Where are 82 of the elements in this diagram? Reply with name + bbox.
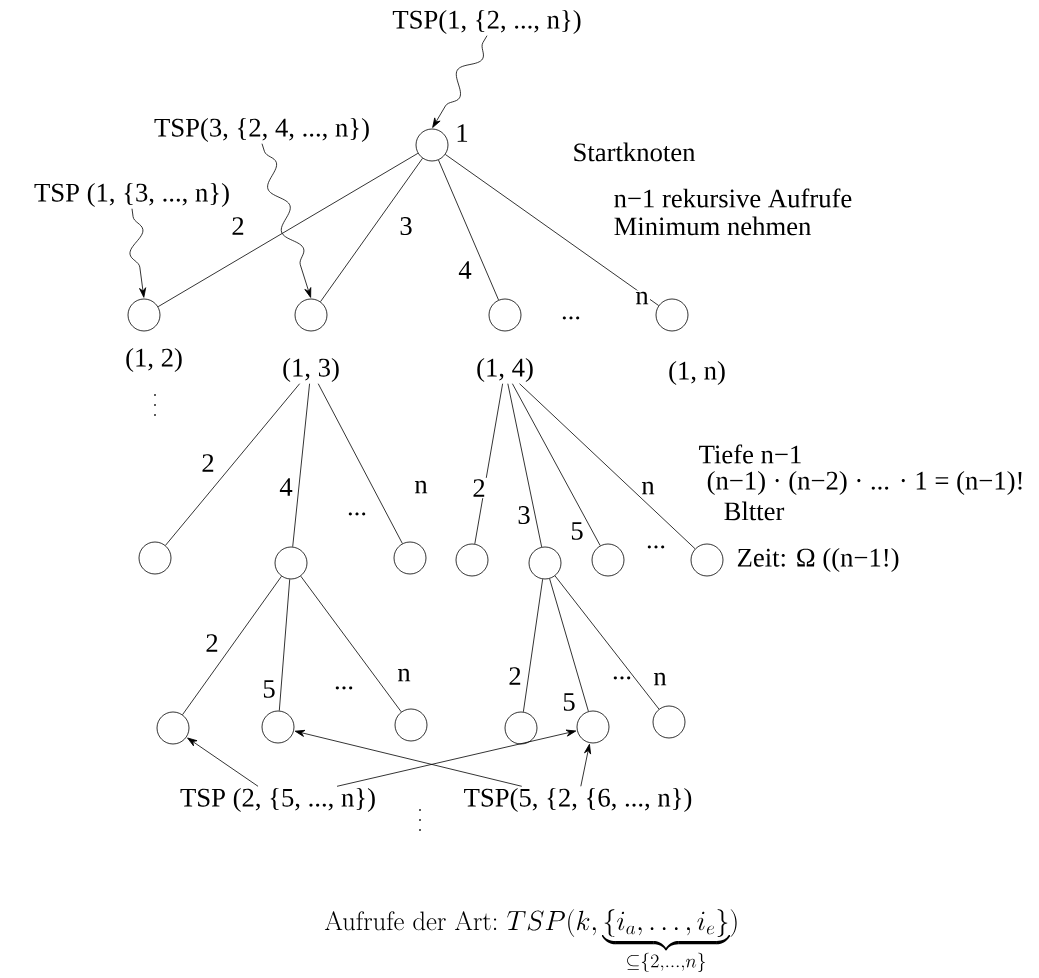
tree-edge xyxy=(445,154,659,306)
tree-edge xyxy=(300,575,402,713)
edge-label: n xyxy=(396,667,412,683)
tree-edge xyxy=(554,575,660,710)
note-text: Bltter xyxy=(724,501,785,521)
tree-node xyxy=(655,298,689,332)
tree-node xyxy=(591,543,625,577)
call-label: (1, 3) xyxy=(283,357,339,383)
formula: $TSP(k,\underbrace{\{i_a,\ldots,i_e\}}_{\subseteq\{2,\ldots,n\}})$ xyxy=(507,909,737,973)
ellipsis: ... xyxy=(562,316,580,320)
ellipsis: ... xyxy=(348,512,366,516)
edge-label: 2 xyxy=(204,632,220,654)
tree-node xyxy=(138,541,172,575)
wavy-arrow xyxy=(129,208,147,298)
tree-node xyxy=(274,546,308,580)
tree-node xyxy=(394,708,428,742)
edge-label: 5 xyxy=(569,520,585,542)
tree-node xyxy=(488,298,522,332)
edge-label: 5 xyxy=(261,678,277,700)
edge-label: n xyxy=(413,479,429,495)
tree-node xyxy=(528,546,562,580)
edge-label: 4 xyxy=(278,476,294,498)
formula-text: Aufrufe der Art: xyxy=(324,911,497,931)
tree-node xyxy=(576,710,610,744)
arrow xyxy=(294,729,523,787)
call-label: TSP(5, {2, {6, ..., n}) xyxy=(464,787,692,813)
note-text: Startknoten xyxy=(574,142,696,162)
wavy-arrow xyxy=(261,143,312,298)
tree-edge xyxy=(438,159,499,301)
wavy-arrow xyxy=(432,35,488,128)
note-text: Minimum nehmen xyxy=(614,216,811,236)
tree-node xyxy=(690,543,724,577)
tree-edge xyxy=(317,383,403,544)
edge-label: 3 xyxy=(516,504,532,526)
tree-edge xyxy=(320,157,423,303)
edge-label: n xyxy=(640,480,656,496)
tree-edge xyxy=(519,383,696,550)
arrow xyxy=(187,737,259,787)
ellipsis: ... xyxy=(613,676,631,680)
call-label: TSP (2, {5, ..., n}) xyxy=(180,787,375,813)
tree-node xyxy=(294,298,328,332)
edge-label: 5 xyxy=(561,691,577,713)
tree-edge xyxy=(512,383,601,546)
ellipsis: ... xyxy=(335,686,353,690)
tree-node xyxy=(393,541,427,575)
call-label: (1, 4) xyxy=(477,357,533,383)
arrow xyxy=(336,729,577,787)
ellipsis: ... xyxy=(647,545,665,549)
tree-node xyxy=(156,711,190,745)
tree-edge xyxy=(522,578,544,713)
edge-label: n xyxy=(634,290,650,306)
tree-node xyxy=(415,128,449,162)
edge-label: 3 xyxy=(398,215,414,237)
edge-label: 2 xyxy=(507,665,523,687)
call-label: TSP(3, {2, 4, ..., n}) xyxy=(154,117,369,143)
tree-edge xyxy=(549,578,589,712)
edge-label: 2 xyxy=(230,215,246,237)
note-text: n−1 rekursive Aufrufe xyxy=(614,188,852,208)
tree-edge xyxy=(182,575,282,716)
edge-label: n xyxy=(652,671,668,687)
tree-node xyxy=(127,298,161,332)
tree-edge xyxy=(292,383,310,548)
edge-label: 2 xyxy=(200,452,216,474)
tree-node xyxy=(261,710,295,744)
node-number: 1 xyxy=(457,124,468,142)
call-label: TSP (1, {3, ..., n}) xyxy=(34,182,229,208)
note-text: Tiefe n−1 xyxy=(699,444,801,464)
tree-edge xyxy=(507,383,543,548)
tree-node xyxy=(652,705,686,739)
note-text: Zeit: Ω ((n−1!) xyxy=(737,547,899,573)
tree-edge xyxy=(474,383,504,545)
tree-edge xyxy=(278,578,291,712)
tree-node xyxy=(504,711,538,745)
arrow xyxy=(580,743,592,787)
edge-label: 2 xyxy=(471,477,487,499)
note-text: (n−1) · (n−2) · ... · 1 = (n−1)! xyxy=(707,470,1022,496)
node-label: (1, n) xyxy=(669,360,725,386)
tree-edge xyxy=(157,152,419,308)
edge-label: 4 xyxy=(457,259,473,281)
call-label: TSP(1, {2, ..., n}) xyxy=(392,9,581,35)
tree-node xyxy=(455,543,489,577)
tree-edge xyxy=(165,383,301,546)
